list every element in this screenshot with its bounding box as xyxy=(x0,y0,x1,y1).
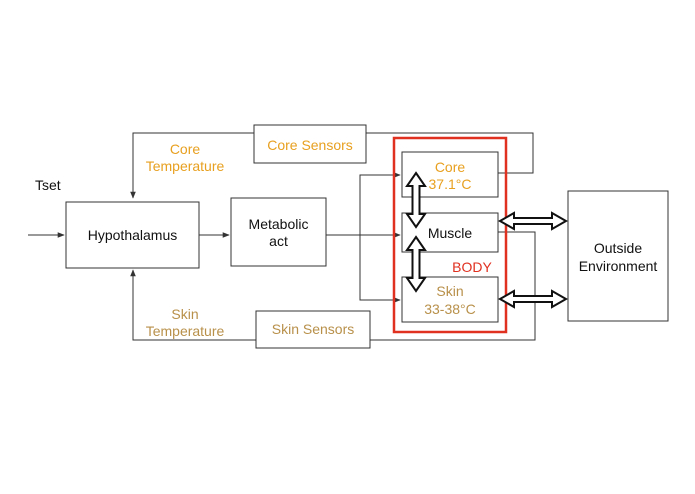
core-sensors-block xyxy=(253,124,367,164)
skin-label-line2: 33-38°C xyxy=(424,301,476,317)
metabolic-label-line1: Metabolic xyxy=(249,216,309,232)
outside-label-line2: Environment xyxy=(579,258,658,274)
hypothalamus-block xyxy=(65,201,200,269)
muscle-environment-exchange-arrow xyxy=(497,211,569,231)
core-label-line1: Core xyxy=(435,159,466,175)
body-container xyxy=(392,136,508,334)
metabolic-to-skin-arrow xyxy=(359,235,401,303)
skin-feedback-line xyxy=(130,231,536,341)
muscle-label: Muscle xyxy=(428,225,473,241)
metabolic-label-line2: act xyxy=(269,233,288,249)
skin-temperature-label-line1: Skin xyxy=(171,306,198,322)
skin-label-line1: Skin xyxy=(436,283,463,299)
metabolic-to-core-arrow xyxy=(359,172,401,235)
outside-label-line1: Outside xyxy=(594,240,642,256)
core-feedback-line xyxy=(130,132,534,199)
core-temperature-label-line2: Temperature xyxy=(146,158,225,174)
body-label: BODY xyxy=(452,259,492,275)
skin-temperature-label-line2: Temperature xyxy=(146,323,225,339)
core-label-line2: 37.1°C xyxy=(429,176,472,192)
hypothalamus-label: Hypothalamus xyxy=(88,227,178,243)
skin-sensors-label: Skin Sensors xyxy=(272,321,354,337)
core-sensors-label: Core Sensors xyxy=(267,137,353,153)
core-muscle-exchange-arrow xyxy=(405,171,427,229)
tset-label: Tset xyxy=(35,177,61,193)
outside-environment-block xyxy=(567,190,669,322)
muscle-skin-exchange-arrow xyxy=(405,235,427,293)
core-temperature-label-line1: Core xyxy=(170,141,201,157)
metabolic-block xyxy=(230,197,327,267)
skin-sensors-block xyxy=(255,310,371,349)
skin-environment-exchange-arrow xyxy=(497,289,569,309)
